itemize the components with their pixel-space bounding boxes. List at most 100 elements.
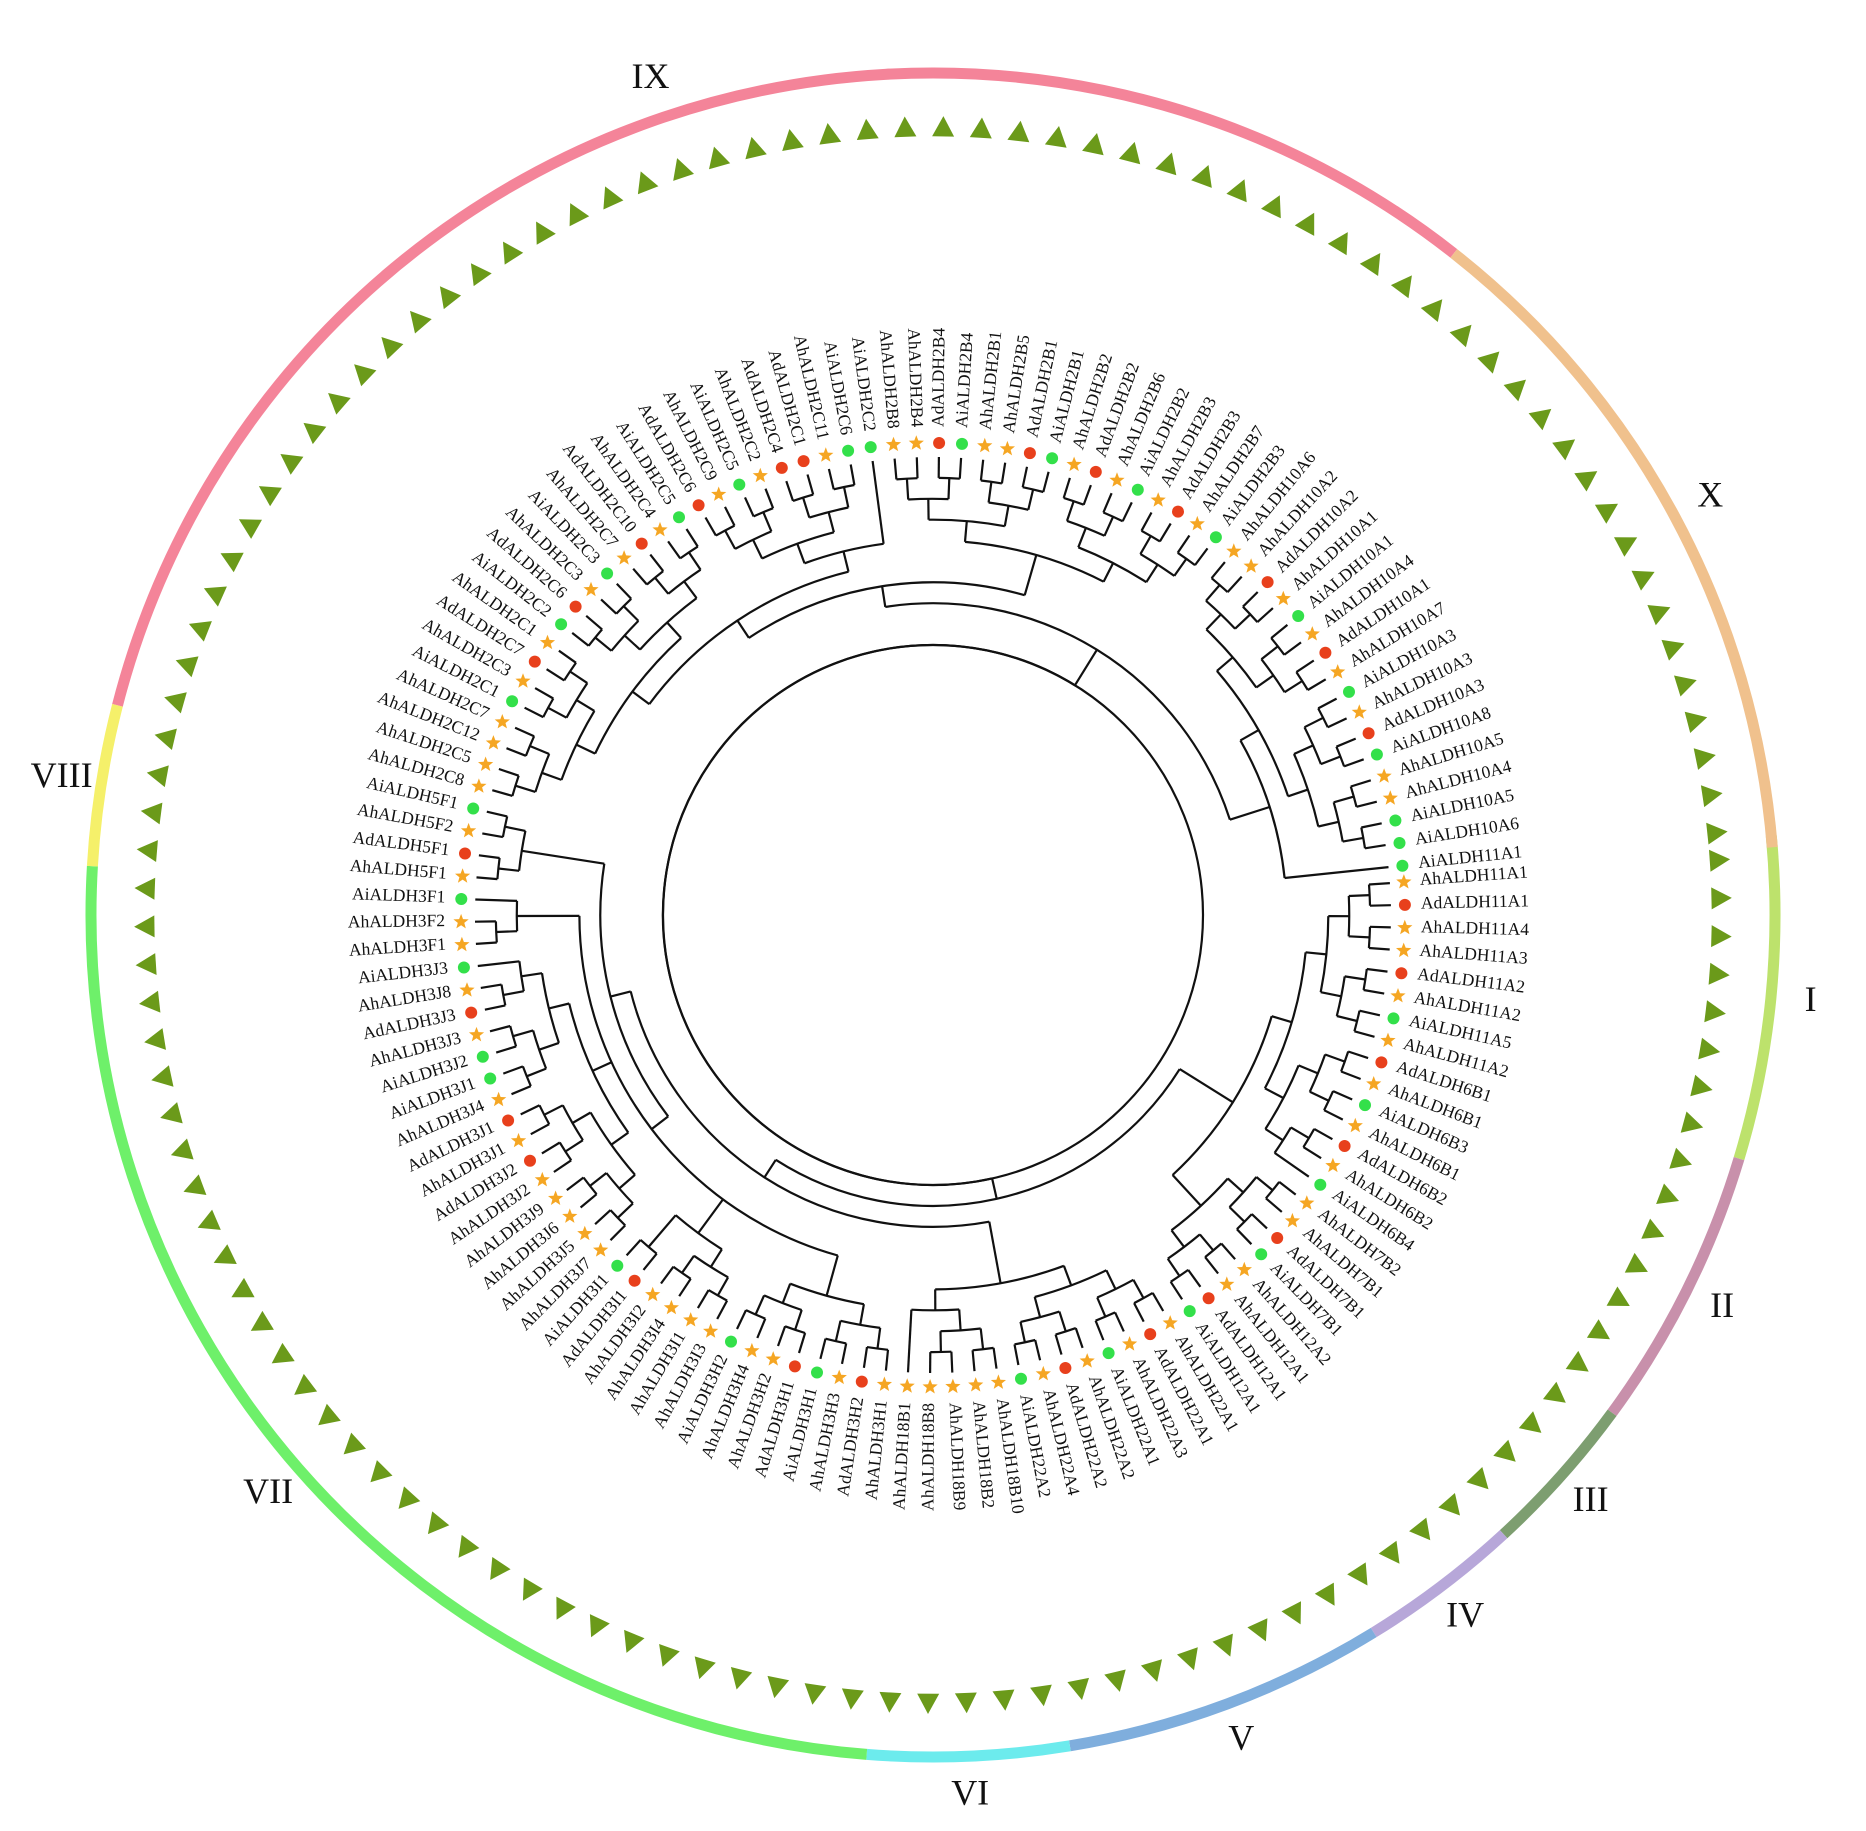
ah-star-marker: [1390, 988, 1406, 1003]
triangle-marker: [1606, 1286, 1630, 1306]
branch-line: [594, 1209, 612, 1226]
branch-arc: [674, 1214, 723, 1251]
clade-label-x: X: [1697, 474, 1723, 514]
ad-dot-marker: [788, 1360, 801, 1373]
branch-line: [1239, 729, 1260, 742]
branch-line: [704, 516, 717, 537]
triangle-marker: [1706, 822, 1728, 845]
branch-line: [915, 457, 919, 479]
branch-line: [1077, 527, 1087, 548]
triangle-marker: [1614, 537, 1638, 557]
triangle-marker: [139, 990, 161, 1013]
tree-branches: [474, 456, 1391, 1374]
branch-line: [1359, 1009, 1381, 1017]
branch-line: [566, 1176, 585, 1191]
triangle-marker: [328, 393, 351, 415]
branch-line: [1332, 1090, 1353, 1101]
triangle-marker: [659, 1644, 680, 1667]
ad-dot-marker: [1059, 1362, 1072, 1374]
branch-line: [649, 553, 665, 572]
leaf-label: AiALDH3F1: [352, 883, 446, 906]
branch-line: [1333, 795, 1355, 804]
branch-line: [849, 464, 856, 486]
branch-line: [1094, 1320, 1105, 1341]
ah-star-marker: [1243, 558, 1259, 573]
triangle-marker: [280, 454, 304, 475]
triangle-marker: [160, 1102, 183, 1124]
clade-ring-v: [1069, 1627, 1377, 1752]
branch-line: [1284, 680, 1303, 694]
ah-star-marker: [1162, 1315, 1178, 1330]
triangle-marker: [1466, 1467, 1489, 1490]
triangle-marker: [1281, 1601, 1301, 1625]
branch-arc: [578, 915, 839, 1257]
branch-line: [881, 586, 887, 608]
triangle-marker: [624, 1629, 645, 1653]
branch-line: [1021, 466, 1029, 488]
triangle-marker: [135, 953, 157, 975]
triangle-marker: [637, 171, 659, 195]
triangle-marker: [1656, 1183, 1679, 1204]
triangle-marker: [1191, 165, 1212, 188]
branch-line: [543, 1104, 564, 1116]
triangle-marker: [343, 1432, 366, 1455]
branch-arc: [538, 1104, 551, 1125]
branch-line: [1336, 1014, 1358, 1023]
branch-arc: [563, 662, 577, 681]
triangle-marker: [354, 364, 377, 387]
branch-line: [1348, 935, 1370, 939]
ah-star-marker: [510, 1132, 527, 1148]
leaf-label: AhALDH18B8: [917, 1403, 938, 1511]
branch-line: [571, 1111, 592, 1124]
branch-arc: [763, 1294, 803, 1312]
branch-arc: [840, 1319, 881, 1329]
branch-arc: [524, 735, 536, 757]
leaf-label: AhALDH2B4: [904, 328, 928, 428]
branch-line: [480, 983, 502, 989]
branch-line: [498, 767, 520, 777]
branch-arc: [938, 476, 960, 480]
branch-line: [1220, 1242, 1236, 1260]
ai-dot-marker: [725, 1335, 737, 1348]
branch-line: [541, 771, 562, 781]
ai-dot-marker: [1387, 1012, 1400, 1025]
ah-star-marker: [683, 1312, 699, 1327]
branch-line: [681, 1255, 695, 1274]
branch-line: [632, 567, 648, 586]
triangle-marker: [1641, 1218, 1665, 1239]
branch-line: [1356, 800, 1378, 808]
branch-line: [1234, 613, 1252, 630]
branch-line: [1278, 1181, 1297, 1196]
branch-arc: [1077, 546, 1147, 584]
branch-arc: [833, 483, 855, 491]
branch-arc: [1308, 1054, 1327, 1093]
branch-line: [1114, 1311, 1125, 1332]
branch-line: [1363, 988, 1385, 995]
ad-dot-marker: [502, 1114, 515, 1127]
branch-line: [842, 486, 850, 508]
branch-arc: [679, 545, 699, 560]
triangle-marker: [954, 1692, 977, 1714]
triangle-marker: [1684, 711, 1708, 733]
branch-line: [1318, 820, 1339, 828]
branch-line: [1287, 788, 1309, 798]
branch-line: [1302, 1146, 1322, 1160]
ai-dot-marker: [1183, 1305, 1196, 1318]
branch-line: [496, 930, 518, 934]
ah-star-marker: [478, 756, 494, 771]
branch-line: [1054, 1334, 1063, 1355]
branch-arc: [1170, 1269, 1189, 1283]
branch-line: [842, 551, 850, 572]
triangle-marker: [175, 656, 199, 678]
branch-line: [862, 1346, 869, 1368]
branch-arc: [1034, 1269, 1107, 1299]
leaf-label: AhALDH5F1: [349, 855, 448, 883]
ai-dot-marker: [1370, 748, 1383, 761]
triangle-marker: [136, 840, 158, 862]
branch-arc: [908, 497, 949, 501]
triangle-marker: [856, 118, 879, 140]
ah-star-marker: [645, 1286, 661, 1302]
branch-line: [979, 459, 985, 481]
branch-arc: [534, 753, 551, 793]
